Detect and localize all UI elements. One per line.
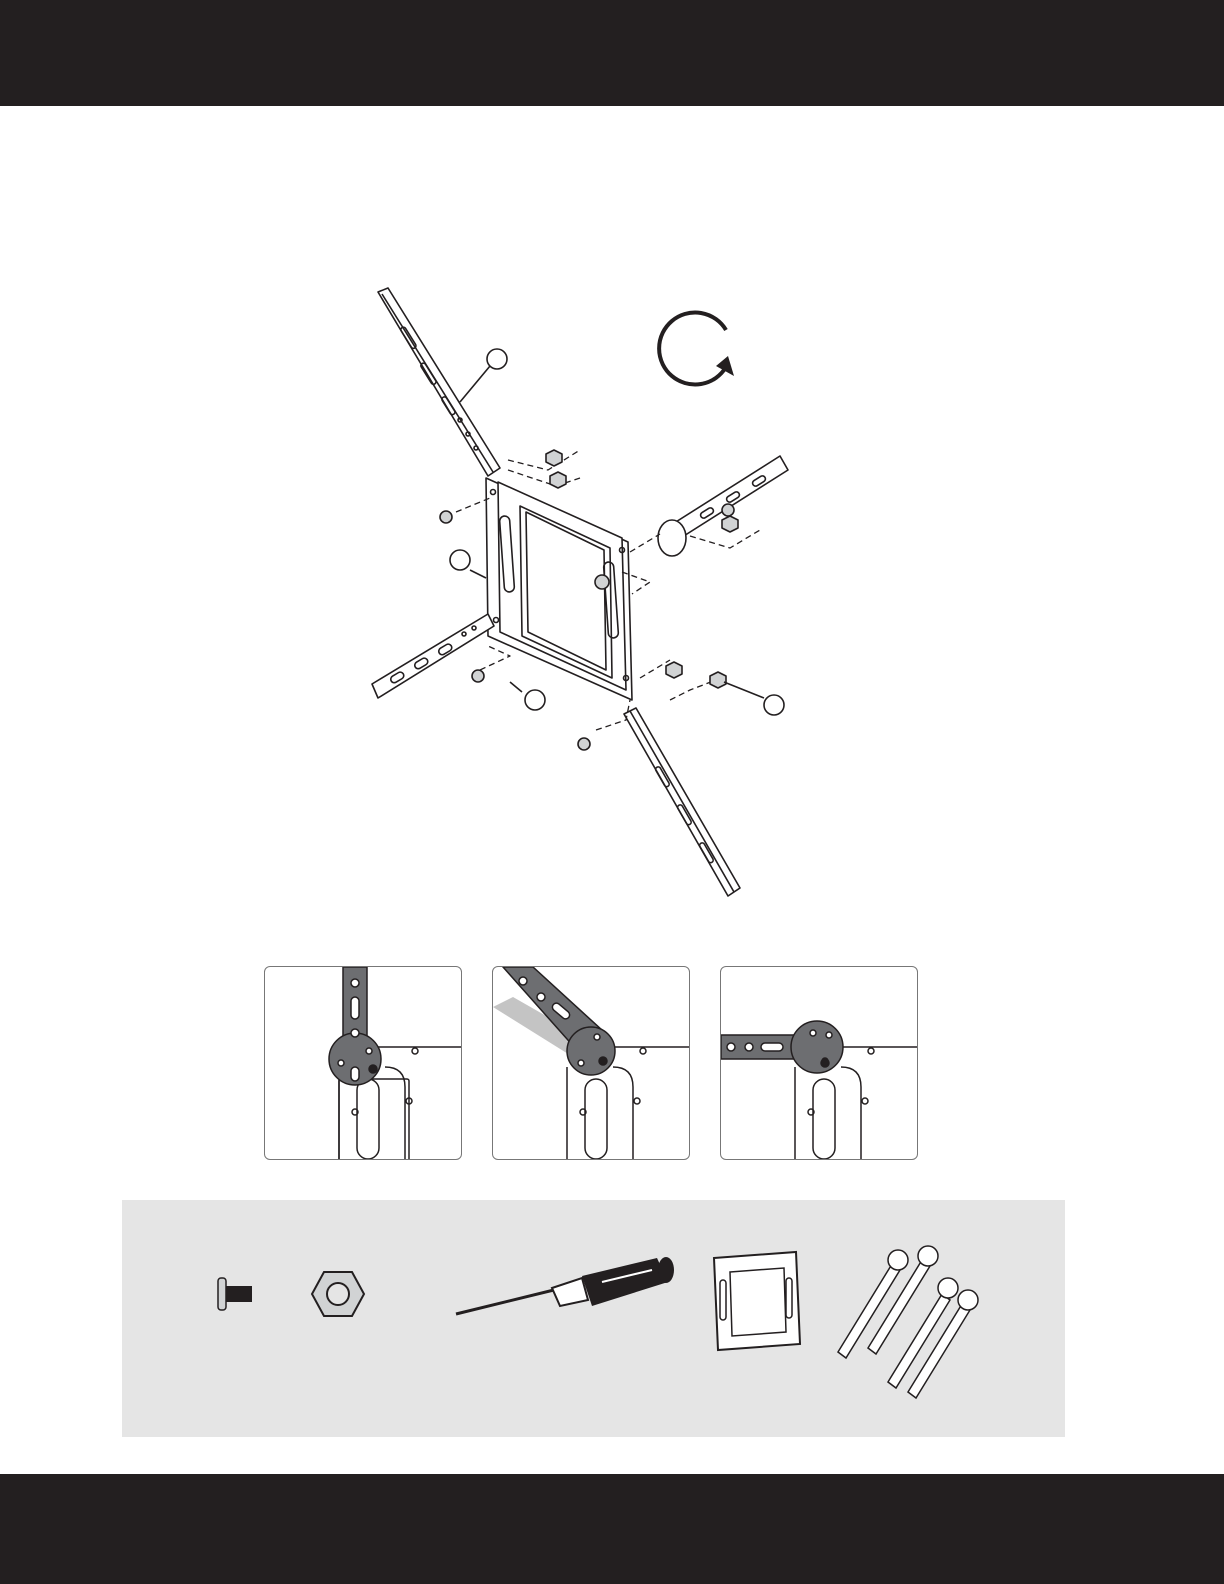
lower-right-arm xyxy=(624,708,740,896)
adapter-plate-icon xyxy=(708,1250,804,1352)
callout-circle xyxy=(487,349,507,369)
detail-view-arm-vertical xyxy=(264,966,462,1160)
screwdriver-icon xyxy=(452,1250,682,1330)
lower-left-arm xyxy=(372,614,494,698)
bolt-icon xyxy=(214,1272,258,1316)
header-bar xyxy=(0,0,1224,106)
detail-view-arm-rotating xyxy=(492,966,690,1160)
counterclockwise-arrow-icon xyxy=(659,313,734,385)
callout-circle xyxy=(525,690,545,710)
hex-nut-icon xyxy=(310,1268,366,1320)
mounting-arms-icon xyxy=(832,1240,1002,1400)
footer-bar xyxy=(0,1474,1224,1584)
adapter-plate xyxy=(486,478,632,700)
callout-circle xyxy=(764,695,784,715)
assembly-diagram xyxy=(360,280,880,920)
callout-circle xyxy=(450,550,470,570)
upper-left-arm xyxy=(378,288,500,476)
parts-panel xyxy=(122,1200,1065,1437)
detail-view-arm-horizontal xyxy=(720,966,918,1160)
